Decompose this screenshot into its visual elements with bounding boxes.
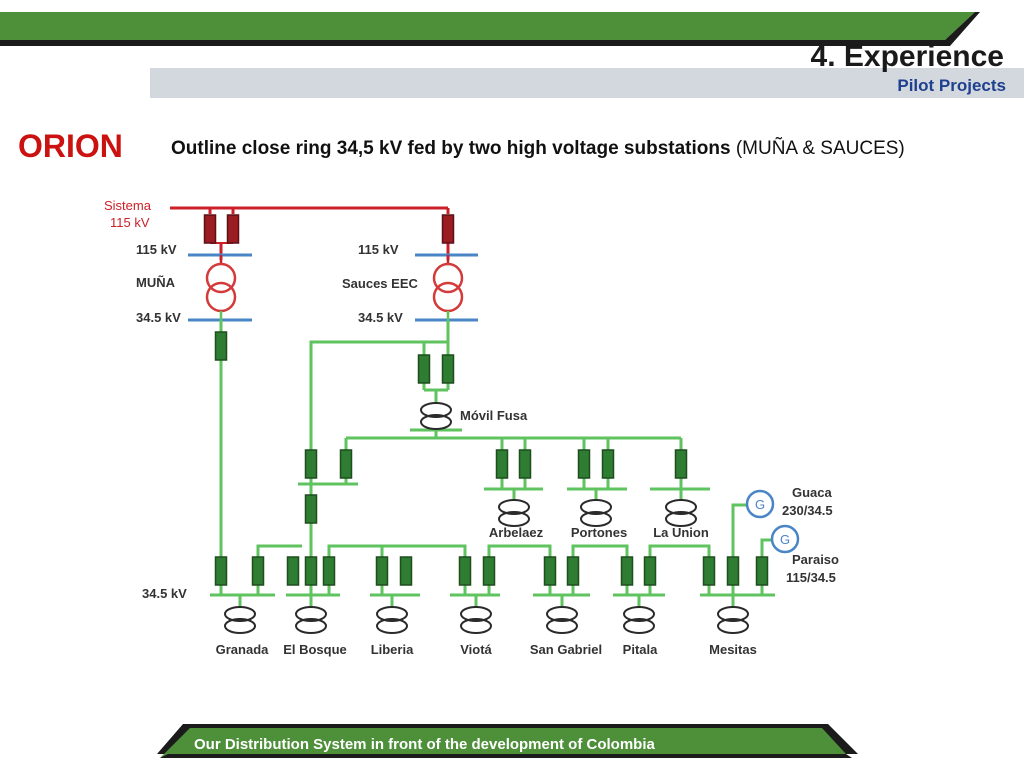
- guaca-rating-label: 230/34.5: [782, 503, 833, 518]
- header-gray-band: [150, 68, 1024, 98]
- portones-label: Portones: [571, 525, 627, 540]
- header-dark-line: [0, 12, 980, 46]
- description-bold: Outline close ring 34,5 kV fed by two hi…: [171, 138, 731, 159]
- bus-voltage-label: 34.5 kV: [142, 586, 187, 601]
- paraiso-name-label: Paraiso: [792, 552, 839, 567]
- granada-label: Granada: [216, 642, 270, 657]
- sauces-hv-breaker: [441, 214, 455, 244]
- san-gabriel-label: San Gabriel: [530, 642, 602, 657]
- generator-paraiso-icon: G: [770, 524, 800, 554]
- granada-transformer: [224, 606, 256, 634]
- system-label-2: 115 kV: [110, 215, 150, 230]
- muna-transformer: [205, 255, 237, 320]
- muna-name-label: MUÑA: [136, 275, 176, 290]
- mesitas-transformer: [717, 606, 749, 634]
- pitala-label: Pitala: [623, 642, 658, 657]
- liberia-label: Liberia: [371, 642, 414, 657]
- liberia-transformer: [376, 606, 408, 634]
- mesitas-label: Mesitas: [709, 642, 757, 657]
- generator-guaca-icon: G: [745, 489, 775, 519]
- muna-mv-label: 34.5 kV: [136, 310, 181, 325]
- muna-hv-label: 115 kV: [136, 242, 177, 257]
- la-union-transformer: [665, 499, 697, 527]
- page-title: 4. Experience: [810, 40, 1004, 73]
- brand-label: ORION: [18, 128, 123, 164]
- paraiso-rating-label: 115/34.5: [786, 570, 836, 585]
- arbelaez-transformer: [498, 499, 530, 527]
- footer-text: Our Distribution System in front of the …: [194, 736, 655, 753]
- sauces-transformer: [432, 255, 464, 320]
- el-bosque-label: El Bosque: [283, 642, 347, 657]
- sauces-name-label: Sauces EEC: [342, 276, 418, 291]
- generator-paraiso-symbol: G: [780, 532, 790, 547]
- movil-fusa-label: Móvil Fusa: [460, 408, 528, 423]
- single-line-diagram: Sistema 115 kV 115 kV MUÑA 34.5 kV 115 k…: [104, 198, 839, 657]
- page-subtitle: Pilot Projects: [897, 76, 1006, 95]
- portones-transformer: [580, 499, 612, 527]
- muna-hv-breaker-1: [203, 214, 217, 244]
- viota-label: Viotá: [460, 642, 492, 657]
- sauces-hv-label: 115 kV: [358, 242, 399, 257]
- guaca-name-label: Guaca: [792, 485, 833, 500]
- header-green-bar: [0, 12, 975, 40]
- la-union-label: La Union: [653, 525, 709, 540]
- viota-transformer: [460, 606, 492, 634]
- movil-fusa-transformer: [420, 402, 452, 430]
- system-label-1: Sistema: [104, 198, 152, 213]
- san-gabriel-transformer: [546, 606, 578, 634]
- arbelaez-label: Arbelaez: [489, 525, 544, 540]
- sauces-mv-label: 34.5 kV: [358, 310, 403, 325]
- diagram-description: Outline close ring 34,5 kV fed by two hi…: [171, 135, 971, 162]
- muna-hv-breaker-2: [226, 214, 240, 244]
- el-bosque-transformer: [295, 606, 327, 634]
- description-normal: (MUÑA & SAUCES): [730, 138, 905, 159]
- pitala-transformer: [623, 606, 655, 634]
- header-banner: [0, 12, 1024, 98]
- generator-guaca-symbol: G: [755, 497, 765, 512]
